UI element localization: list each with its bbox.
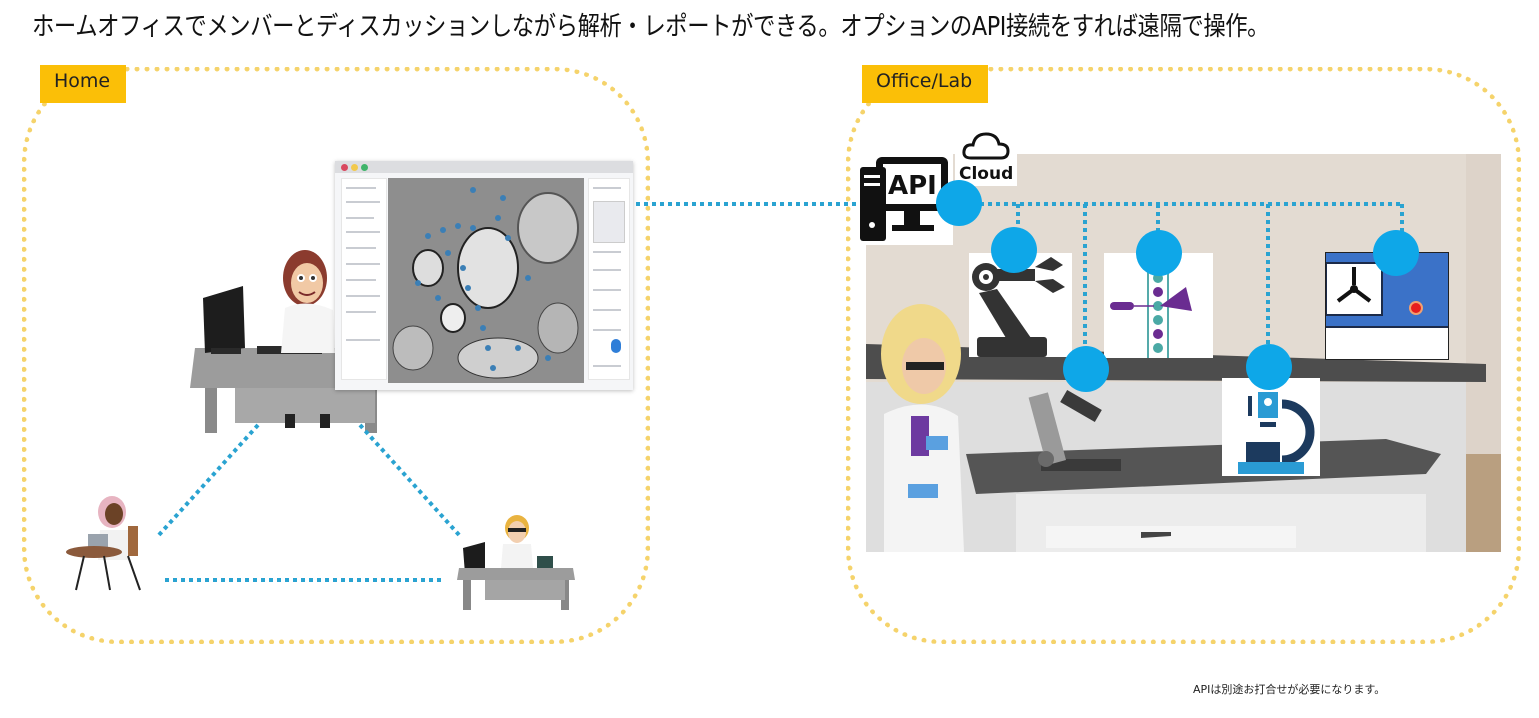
api-label: API <box>888 171 937 201</box>
cloud-icon <box>962 132 1010 160</box>
connector-main-to-desk <box>358 423 462 538</box>
lab-zone <box>846 67 1521 644</box>
centrifuge-node <box>1373 230 1419 276</box>
computer-icon <box>860 157 948 241</box>
cloud: Cloud <box>955 130 1017 186</box>
maximize-dot-icon <box>361 164 368 171</box>
app-right-panel <box>588 178 630 380</box>
remote-colleague-desk-illustration <box>457 515 575 610</box>
microscope-icon <box>1238 392 1315 474</box>
robot-arm-icon <box>972 257 1065 357</box>
close-dot-icon <box>341 164 348 171</box>
robot-arm-node <box>991 227 1037 273</box>
remote-colleague-cafe-illustration <box>66 496 141 591</box>
analysis-app-screenshot <box>335 161 633 390</box>
real-microscope-node <box>1063 346 1109 392</box>
lab-zone-label: Office/Lab <box>862 65 988 103</box>
cloud-label: Cloud <box>959 164 1014 184</box>
home-zone-label: Home <box>40 65 126 103</box>
home-zone <box>22 67 650 644</box>
microscope-icon-node <box>1246 344 1292 390</box>
flow-cytometer-node <box>1136 230 1182 276</box>
minimize-dot-icon <box>351 164 358 171</box>
connector-main-to-cafe <box>156 423 260 538</box>
microscopy-image <box>388 178 584 383</box>
microscope-device <box>1222 378 1320 476</box>
api-connection-node <box>936 180 982 226</box>
headline: ホームオフィスでメンバーとディスカッションしながら解析・レポートができる。オプシ… <box>32 12 1270 42</box>
api-computer: API <box>858 153 953 245</box>
app-left-panel <box>341 178 387 380</box>
app-titlebar <box>335 161 633 173</box>
footnote: APIは別途お打合せが必要になります。 <box>1193 683 1386 696</box>
